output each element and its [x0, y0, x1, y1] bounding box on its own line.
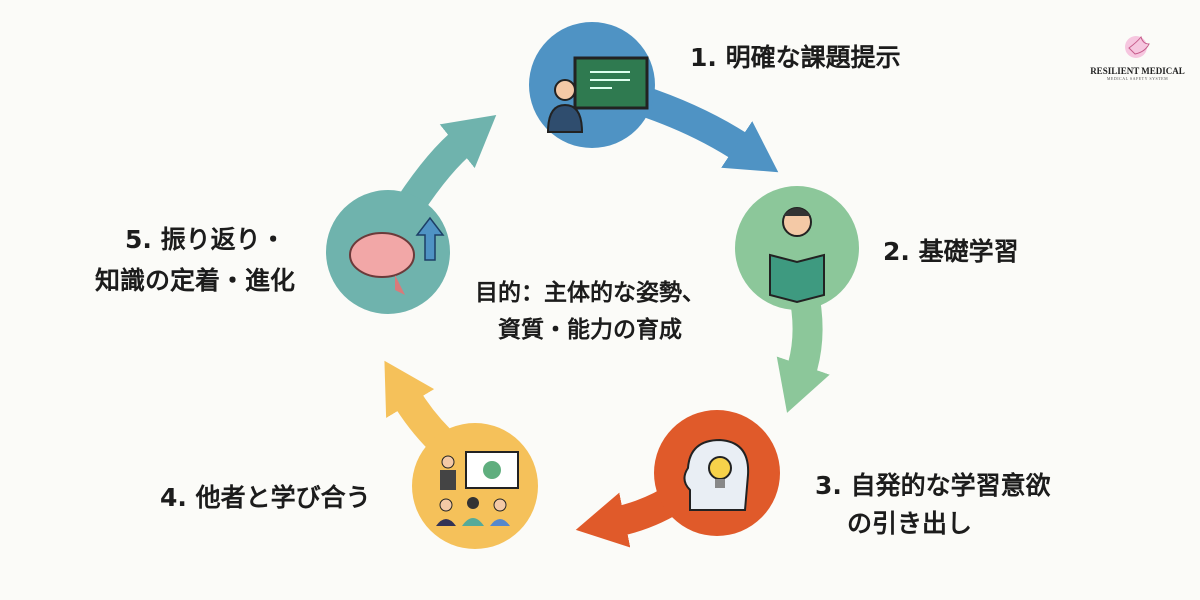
step-5-node [326, 190, 450, 314]
step-4-node [412, 423, 538, 549]
step-5-label-line1: 5. 振り返り・ [125, 225, 286, 254]
step-4-label: 4. 他者と学び合う [160, 483, 371, 512]
center-line1: 目的：主体的な姿勢、 [475, 280, 705, 306]
logo-tagline: MEDICAL SAFETY SYSTEM [1106, 76, 1169, 81]
step-1-node [529, 22, 655, 148]
brand-logo: RESILIENT MEDICAL MEDICAL SAFETY SYSTEM [1085, 34, 1190, 81]
step-1-label: 1. 明確な課題提示 [690, 43, 901, 72]
brain-growth-icon [349, 216, 445, 295]
center-line2: 資質・能力の育成 [498, 316, 682, 343]
teacher-blackboard-icon [546, 56, 649, 133]
arrow-5-to-1-tail [465, 105, 520, 140]
arrow-1-to-2 [635, 85, 779, 173]
arrow-4-to-5 [384, 360, 451, 451]
step-5-label-line2: 知識の定着・進化 [95, 266, 296, 295]
dove-logo-icon [1124, 35, 1150, 58]
group-presentation-icon [436, 451, 519, 526]
center-goal-text: 目的：主体的な姿勢、 資質・能力の育成 [440, 275, 740, 349]
arrow-5-to-1 [397, 115, 497, 214]
step-2-node [735, 186, 859, 310]
step-3-label-line2: の引き出し [847, 509, 973, 538]
step-3-label-line1: 3. 自発的な学習意欲 [815, 471, 1051, 500]
logo-name: RESILIENT MEDICAL [1090, 66, 1185, 76]
arrow-2-to-3 [776, 297, 830, 413]
lightbulb-head-icon [683, 438, 750, 511]
student-reading-icon [769, 207, 825, 304]
step-2-label: 2. 基礎学習 [883, 237, 1019, 266]
step-3-node [654, 410, 780, 536]
